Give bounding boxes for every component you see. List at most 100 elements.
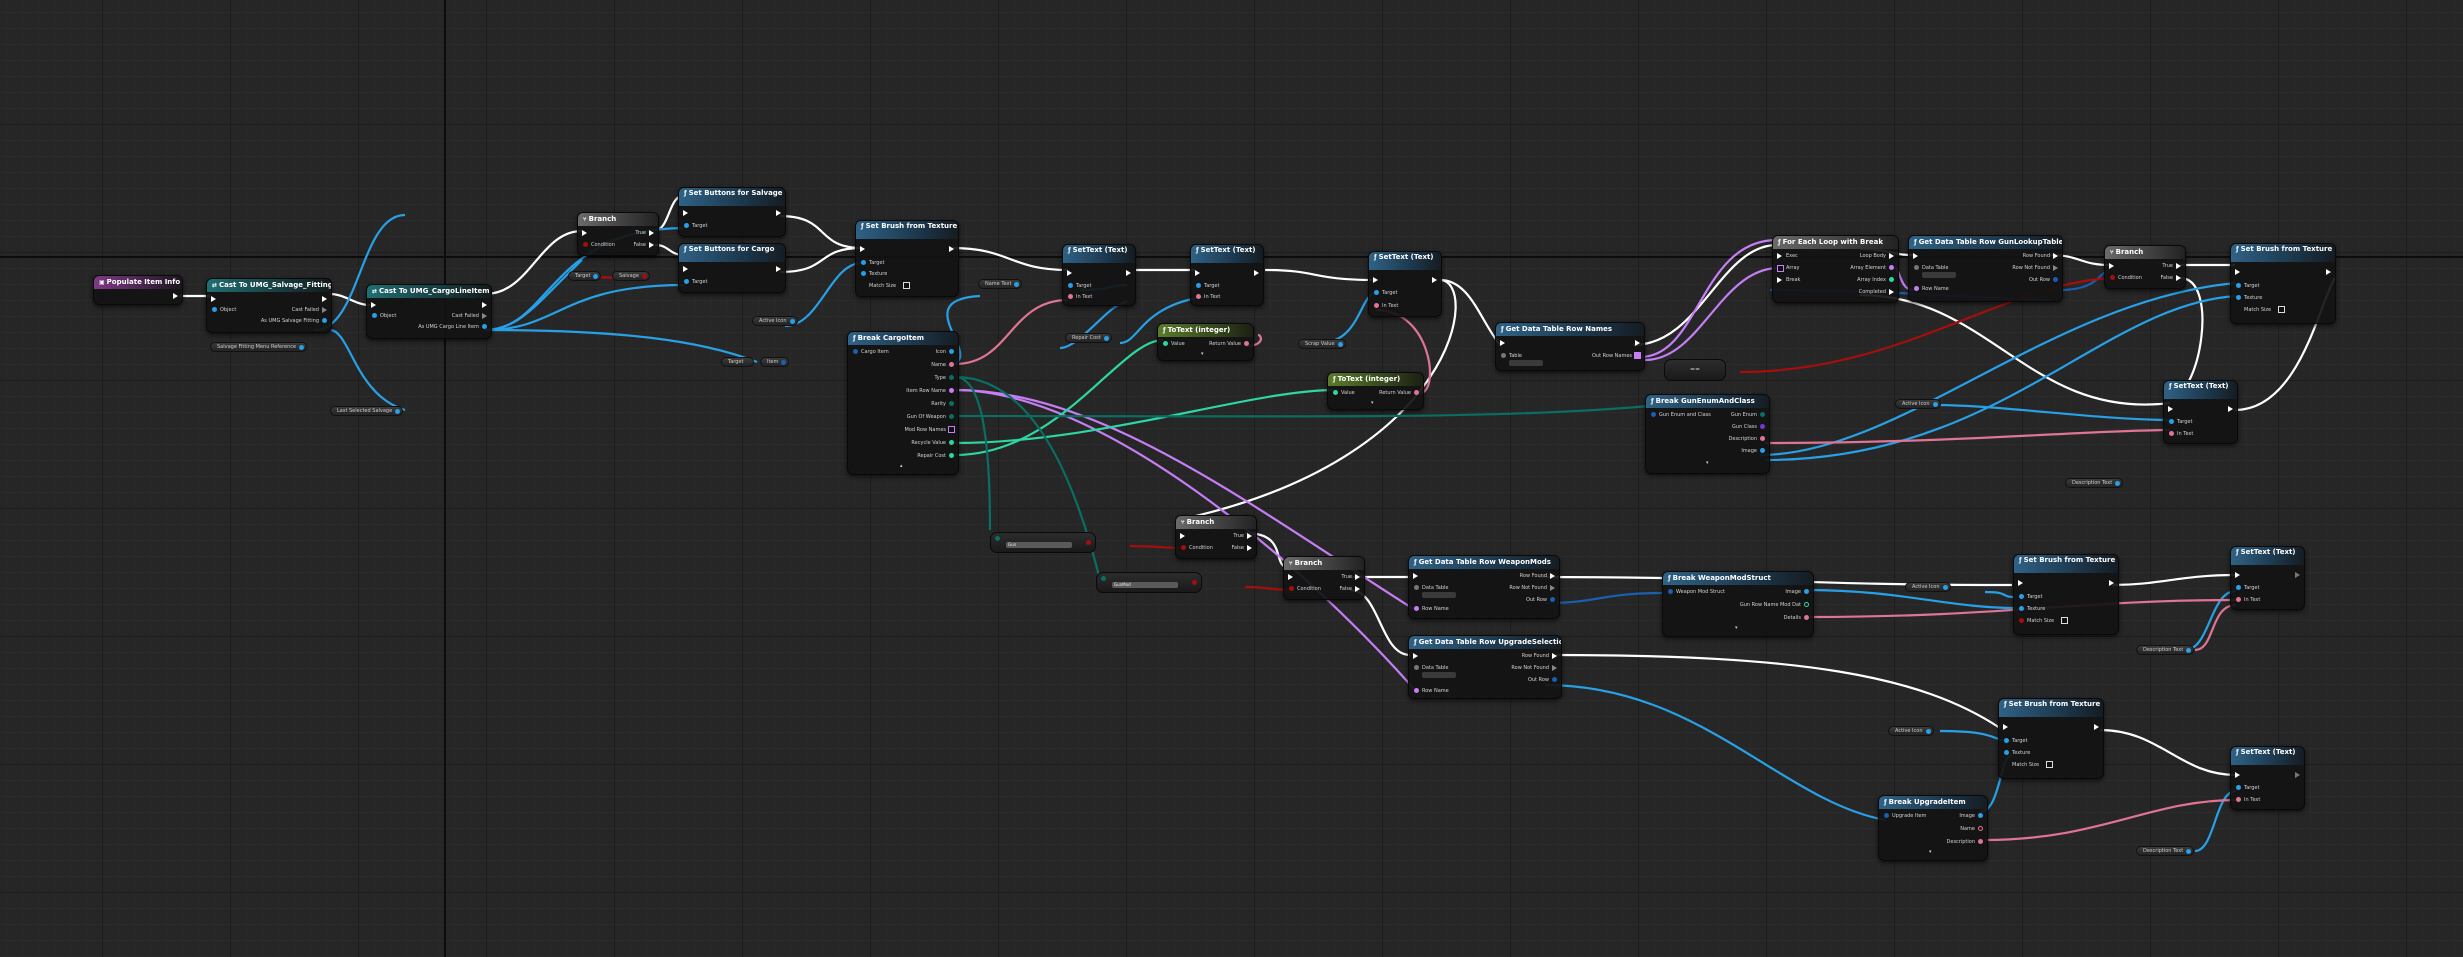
variable-out-pin[interactable] xyxy=(593,273,599,279)
exec-in-pin[interactable] xyxy=(2235,572,2240,578)
node-enum-compare-gunmod[interactable]: GunMod xyxy=(1096,572,1202,593)
exec-out-pin[interactable] xyxy=(949,246,954,252)
gun-enum-pin[interactable] xyxy=(1760,412,1765,417)
false-pin[interactable] xyxy=(1247,545,1252,551)
bool-output-pin[interactable] xyxy=(1192,580,1197,585)
row-found-pin[interactable] xyxy=(1550,573,1555,579)
node-equals-compare[interactable]: == xyxy=(1664,359,1726,381)
exec-out-pin[interactable] xyxy=(482,302,487,308)
cargo-item-pin[interactable] xyxy=(853,349,858,354)
condition-pin[interactable] xyxy=(2110,275,2115,280)
array-element-pin[interactable] xyxy=(1889,265,1894,270)
exec-in-pin[interactable] xyxy=(1195,270,1200,276)
variable-salvage-fitting-menu-reference[interactable]: Salvage Fitting Menu Reference xyxy=(210,342,308,352)
item-row-name-pin[interactable] xyxy=(949,388,954,393)
row-found-pin[interactable] xyxy=(2053,253,2058,259)
exec-in-pin[interactable] xyxy=(1180,533,1185,539)
row-not-found-pin[interactable] xyxy=(2053,265,2058,271)
name-pin[interactable] xyxy=(1978,826,1983,831)
exec-out-pin[interactable] xyxy=(1126,270,1131,276)
exec-in-pin[interactable] xyxy=(2235,772,2240,778)
in-text-pin[interactable] xyxy=(1196,294,1201,299)
enum-dropdown[interactable]: GunMod xyxy=(1112,582,1178,588)
type-pin[interactable] xyxy=(949,375,954,380)
condition-pin[interactable] xyxy=(1289,586,1294,591)
break-pin[interactable] xyxy=(1777,277,1782,283)
recycle-value-pin[interactable] xyxy=(949,440,954,445)
expand-arrow-icon[interactable]: ▾ xyxy=(1735,625,1738,631)
exec-out-pin[interactable] xyxy=(1635,340,1640,346)
target-pin[interactable] xyxy=(684,279,689,284)
texture-pin[interactable] xyxy=(2019,606,2024,611)
variable-description-text-1[interactable]: Description Text xyxy=(2065,478,2124,488)
exec-in-pin[interactable] xyxy=(1373,277,1378,283)
table-dropdown[interactable] xyxy=(1509,360,1543,366)
node-branch-1[interactable]: ⑂Branch True Condition False xyxy=(577,212,659,256)
true-pin[interactable] xyxy=(649,230,654,236)
node-branch-3[interactable]: ⑂Branch True Condition False xyxy=(1283,556,1365,600)
image-pin[interactable] xyxy=(1760,448,1765,453)
target-pin[interactable] xyxy=(861,260,866,265)
data-table-pin[interactable] xyxy=(1414,585,1419,590)
exec-in-pin[interactable] xyxy=(2109,263,2114,269)
enum-dropdown[interactable]: Gun xyxy=(1006,542,1072,548)
bool-output-pin[interactable] xyxy=(1086,540,1091,545)
out-row-names-pin[interactable] xyxy=(1634,352,1641,359)
target-pin[interactable] xyxy=(2236,283,2241,288)
exec-in-pin[interactable] xyxy=(1777,253,1782,259)
true-pin[interactable] xyxy=(1355,574,1360,580)
variable-out-pin[interactable] xyxy=(2186,848,2192,854)
variable-last-selected-salvage[interactable]: Last Selected Salvage xyxy=(330,406,404,416)
target-pin[interactable] xyxy=(1068,283,1073,288)
exec-in-pin[interactable] xyxy=(1288,574,1293,580)
return-value-pin[interactable] xyxy=(1244,341,1249,346)
texture-pin[interactable] xyxy=(2004,750,2009,755)
exec-out-pin[interactable] xyxy=(173,293,178,299)
table-pin[interactable] xyxy=(1501,353,1506,358)
out-row-pin[interactable] xyxy=(2053,277,2058,282)
value-pin[interactable] xyxy=(1163,341,1168,346)
in-text-pin[interactable] xyxy=(2236,797,2241,802)
exec-in-pin[interactable] xyxy=(211,296,216,302)
condition-pin[interactable] xyxy=(1181,545,1186,550)
variable-out-pin[interactable] xyxy=(1337,341,1343,347)
cast-failed-pin[interactable] xyxy=(322,307,327,313)
variable-salvage[interactable]: Salvage xyxy=(612,271,650,281)
exec-out-pin[interactable] xyxy=(2228,406,2233,412)
name-pin[interactable] xyxy=(949,362,954,367)
target-pin[interactable] xyxy=(2236,585,2241,590)
variable-active-icon-2[interactable]: Active Icon xyxy=(1895,399,1941,409)
variable-out-pin[interactable] xyxy=(781,359,787,365)
true-pin[interactable] xyxy=(2176,263,2181,269)
node-cast-to-salvage-fitting[interactable]: ⇄Cast To UMG_Salvage_Fitting Object Cast… xyxy=(206,278,332,333)
gun-enum-and-class-pin[interactable] xyxy=(1651,412,1656,417)
variable-name-text[interactable]: Name Text xyxy=(978,279,1023,289)
enum-input-pin[interactable] xyxy=(1101,576,1106,581)
expand-arrow-icon[interactable]: ▾ xyxy=(1929,849,1932,855)
variable-target-2[interactable]: Target xyxy=(721,357,755,367)
exec-in-pin[interactable] xyxy=(1413,653,1418,659)
exec-in-pin[interactable] xyxy=(2235,269,2240,275)
variable-out-pin[interactable] xyxy=(1932,401,1938,407)
array-pin[interactable] xyxy=(1777,265,1784,272)
repair-cost-pin[interactable] xyxy=(949,453,954,458)
out-row-pin[interactable] xyxy=(1552,677,1557,682)
node-branch-4[interactable]: ⑂Branch True Condition False xyxy=(2104,245,2186,289)
image-pin[interactable] xyxy=(1978,813,1983,818)
exec-out-pin[interactable] xyxy=(2295,572,2300,578)
exec-in-pin[interactable] xyxy=(1913,253,1918,259)
